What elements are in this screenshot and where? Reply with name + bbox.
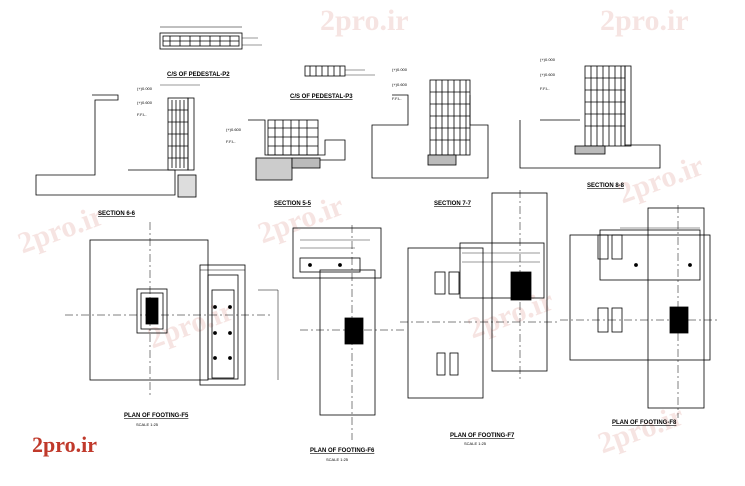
scale-text: SCALE 1:25 — [464, 441, 487, 446]
pedestal-p3-section: C/S OF PEDESTAL-P3 — [290, 65, 375, 100]
watermark-text: 2pro.ir — [614, 149, 709, 210]
label-section-5-5: SECTION 5-5 — [274, 201, 312, 207]
watermark-text: 2pro.ir — [600, 4, 689, 37]
brand-text: 2pro.ir — [32, 432, 97, 457]
level-text: F.F.L. — [226, 139, 236, 144]
label-plan-footing-f5: PLAN OF FOOTING-F5 — [124, 413, 189, 419]
level-text: F.F.L. — [137, 112, 147, 117]
scale-text: SCALE 1:25 — [326, 457, 349, 462]
level-text: F.F.L. — [540, 86, 550, 91]
watermark-text: 2pro.ir — [14, 199, 109, 260]
label-cs-pedestal-p3: C/S OF PEDESTAL-P3 — [290, 94, 353, 100]
level-text: (+)0.600 — [137, 100, 153, 105]
section-8-8: (+)0.000 (+)0.600 F.F.L. SECTION 8-8 — [519, 57, 661, 189]
level-text: F.F.L. — [392, 96, 402, 101]
plan-footing-f6: PLAN OF FOOTING-F6 SCALE 1:25 — [292, 225, 405, 462]
level-text: (+)0.000 — [540, 57, 556, 62]
pedestal-p2-section: C/S OF PEDESTAL-P2 — [159, 26, 262, 78]
brand-logo: 2pro.ir — [32, 432, 97, 457]
scale-text: SCALE 1:25 — [136, 422, 159, 427]
watermark-text: 2pro.ir — [320, 4, 409, 37]
level-text: (+)0.600 — [540, 72, 556, 77]
label-section-6-6: SECTION 6-6 — [98, 211, 136, 217]
label-plan-footing-f7: PLAN OF FOOTING-F7 — [450, 433, 515, 439]
section-7-7: (+)0.000 (+)0.600 F.F.L. SECTION 7-7 — [371, 67, 489, 207]
section-5-5: (+)0.600 F.F.L. SECTION 5-5 — [226, 119, 346, 207]
level-text: (+)0.600 — [226, 127, 242, 132]
label-plan-footing-f8: PLAN OF FOOTING-F8 — [612, 420, 677, 426]
label-plan-footing-f6: PLAN OF FOOTING-F6 — [310, 448, 375, 454]
plan-footing-f8: PLAN OF FOOTING-F8 — [560, 205, 720, 426]
watermark-text: 2pro.ir — [254, 189, 349, 250]
label-section-7-7: SECTION 7-7 — [434, 201, 472, 207]
plan-footing-f7: PLAN OF FOOTING-F7 SCALE 1:25 — [400, 190, 560, 446]
watermark-group: 2pro.ir 2pro.ir 2pro.ir 2pro.ir 2pro.ir … — [14, 4, 709, 460]
section-6-6: (+)0.000 (+)0.600 F.F.L. SECTION 6-6 — [35, 84, 200, 217]
level-text: (+)0.600 — [392, 82, 408, 87]
label-section-8-8: SECTION 8-8 — [587, 183, 625, 189]
plan-footing-f5: PLAN OF FOOTING-F5 SCALE 1:25 — [65, 222, 279, 427]
label-cs-pedestal-p2: C/S OF PEDESTAL-P2 — [167, 72, 230, 78]
level-text: (+)0.000 — [137, 86, 153, 91]
level-text: (+)0.000 — [392, 67, 408, 72]
